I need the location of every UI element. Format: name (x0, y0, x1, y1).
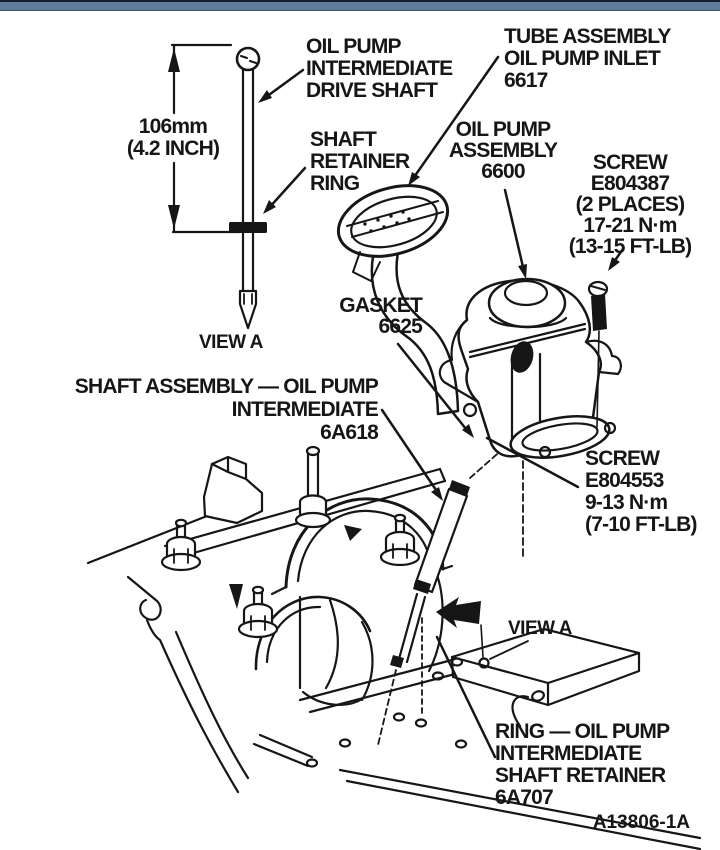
label-line: RETAINER (310, 150, 410, 173)
label-line: SCREW (592, 151, 668, 174)
label-oil-pump-assembly: OIL PUMP ASSEMBLY 6600 (438, 119, 568, 182)
label-line: E804387 (590, 172, 670, 195)
dimension-lines (168, 43, 242, 234)
label-gasket: GASKET 6625 (339, 294, 423, 338)
label-line: 6A618 (320, 421, 379, 444)
window-top-bar (0, 0, 720, 11)
screw-e804387-drawing (587, 280, 609, 428)
label-screw-e804553: SCREW E804553 9-13 N·m (7-10 FT-LB) (585, 447, 698, 536)
label-line: INTERMEDIATE (306, 57, 453, 80)
label-line: 106mm (138, 115, 208, 138)
pickup-tube-drawing (336, 184, 460, 416)
label-line: SHAFT ASSEMBLY — OIL PUMP (74, 375, 379, 398)
label-tube-assembly-oil-pump-inlet: TUBE ASSEMBLY OIL PUMP INLET 6617 (504, 26, 671, 92)
intermediate-shaft-drawing (377, 431, 523, 746)
label-line: SHAFT RETAINER (495, 764, 666, 787)
label-line: GASKET (339, 294, 423, 317)
label-view-a-callout: VIEW A (508, 618, 572, 639)
label-line: INTERMEDIATE (231, 398, 379, 421)
oil-pump-drawing (438, 277, 622, 459)
label-screw-e804387: SCREW E804387 (2 PLACES) 17-21 N·m (13-1… (556, 152, 704, 257)
label-line: OIL PUMP (455, 118, 552, 141)
leader-arrows (258, 55, 625, 759)
label-line: 6600 (481, 160, 525, 183)
label-view-a-detail: VIEW A (199, 332, 263, 353)
label-shaft-retainer-ring: SHAFT RETAINER RING (310, 128, 410, 195)
view-a-arrow (436, 597, 481, 628)
label-shaft-assembly-intermediate: SHAFT ASSEMBLY — OIL PUMP INTERMEDIATE 6… (74, 375, 379, 444)
label-line: 6617 (504, 69, 548, 92)
stud-nut-left (160, 518, 202, 572)
label-line: OIL PUMP INLET (504, 47, 661, 70)
drive-shaft-detail-drawing (229, 46, 267, 330)
stud-nut-right (379, 513, 421, 567)
label-line: SHAFT (310, 128, 377, 151)
label-line: INTERMEDIATE (495, 742, 642, 765)
stud-nut-center (237, 585, 279, 639)
label-line: 6625 (378, 315, 422, 338)
label-line: OIL PUMP (306, 35, 402, 58)
label-line: 9-13 N·m (585, 491, 668, 514)
label-shaft-length-dimension: 106mm (4.2 INCH) (112, 116, 234, 160)
label-line: RING — OIL PUMP (495, 720, 670, 743)
label-line: 6A707 (495, 786, 554, 809)
tall-stud (294, 445, 332, 529)
label-line: (13-15 FT-LB) (568, 235, 692, 258)
figure-id: A13806-1A (592, 812, 690, 833)
label-line: DRIVE SHAFT (306, 79, 438, 102)
label-line: (7-10 FT-LB) (585, 513, 698, 536)
label-line: ASSEMBLY (448, 139, 558, 162)
label-oil-pump-intermediate-drive-shaft: OIL PUMP INTERMEDIATE DRIVE SHAFT (306, 35, 453, 102)
label-line: 17-21 N·m (583, 214, 677, 237)
label-line: RING (310, 172, 360, 195)
label-line: E804553 (585, 469, 664, 492)
label-ring-intermediate-shaft-retainer: RING — OIL PUMP INTERMEDIATE SHAFT RETAI… (495, 720, 670, 809)
label-line: (2 PLACES) (575, 193, 685, 216)
label-line: (4.2 INCH) (126, 137, 220, 160)
engine-block-drawing (86, 427, 702, 850)
label-line: TUBE ASSEMBLY (504, 25, 671, 48)
label-line: SCREW (585, 447, 660, 470)
